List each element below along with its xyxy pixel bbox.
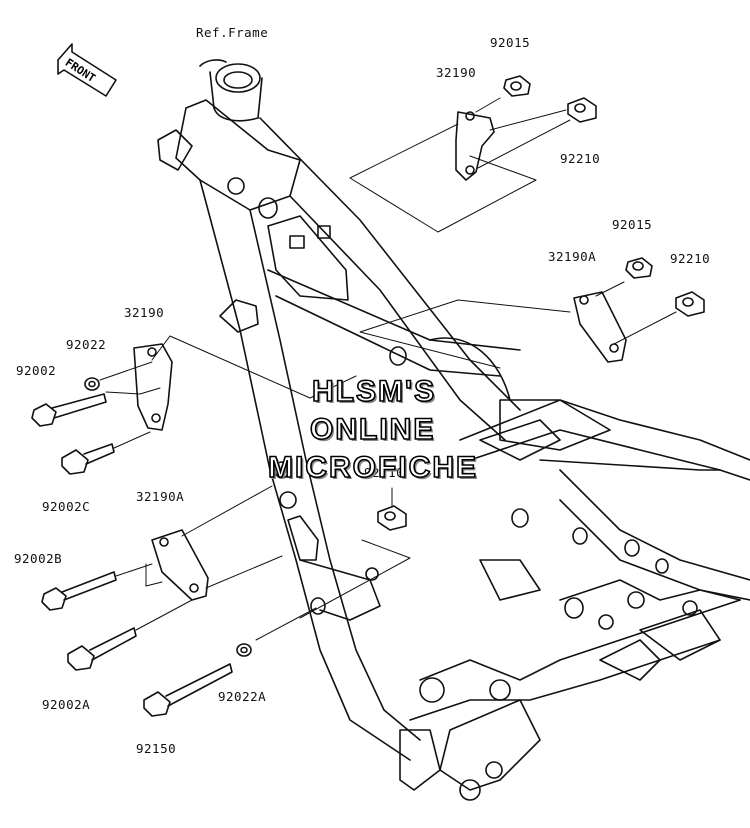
bolt-92150 (143, 663, 233, 717)
part-label-92022a: 92022A (218, 689, 267, 704)
nut-92015-top (503, 75, 531, 97)
part-label-92210-top: 92210 (560, 151, 601, 166)
part-label-92022: 92022 (66, 337, 107, 352)
front-arrow-icon (57, 43, 117, 97)
part-label-92150: 92150 (136, 741, 177, 756)
bracket-32190-left (133, 343, 173, 431)
watermark-line-1: HLSM'S (311, 375, 437, 409)
frame-illustration (157, 59, 750, 801)
part-label-92002c: 92002C (42, 499, 91, 514)
part-label-92002b: 92002B (14, 551, 63, 566)
part-label-32190a-right: 32190A (548, 249, 597, 264)
part-label-92002a: 92002A (42, 697, 91, 712)
bolt-92002a (67, 627, 137, 671)
part-label-32190-left: 32190 (124, 305, 165, 320)
part-label-92002: 92002 (16, 363, 57, 378)
washer-92022a (236, 643, 252, 657)
part-label-92210-center: 92210 (364, 465, 405, 480)
bracket-32190-top (455, 111, 495, 181)
nut-92210-top (567, 97, 597, 123)
washer-92022 (84, 377, 100, 391)
bolt-92002b (41, 571, 117, 611)
part-label-92015-top: 92015 (490, 35, 531, 50)
nut-92210-center (377, 505, 407, 531)
nut-92210-right (675, 291, 705, 317)
watermark-line-2: ONLINE (309, 413, 436, 447)
watermark-line-3: MICROFICHE (267, 451, 478, 485)
bolt-92002c (61, 443, 115, 475)
nut-92015-mid (625, 257, 653, 279)
bracket-32190a-left (151, 529, 209, 601)
ref-frame-label: Ref.Frame (196, 25, 269, 40)
part-label-92210-right: 92210 (670, 251, 711, 266)
bolt-92002 (31, 393, 107, 427)
part-label-32190a-left: 32190A (136, 489, 185, 504)
part-label-92015-mid: 92015 (612, 217, 653, 232)
bracket-32190a-right (573, 291, 627, 363)
part-label-32190-top: 32190 (436, 65, 477, 80)
